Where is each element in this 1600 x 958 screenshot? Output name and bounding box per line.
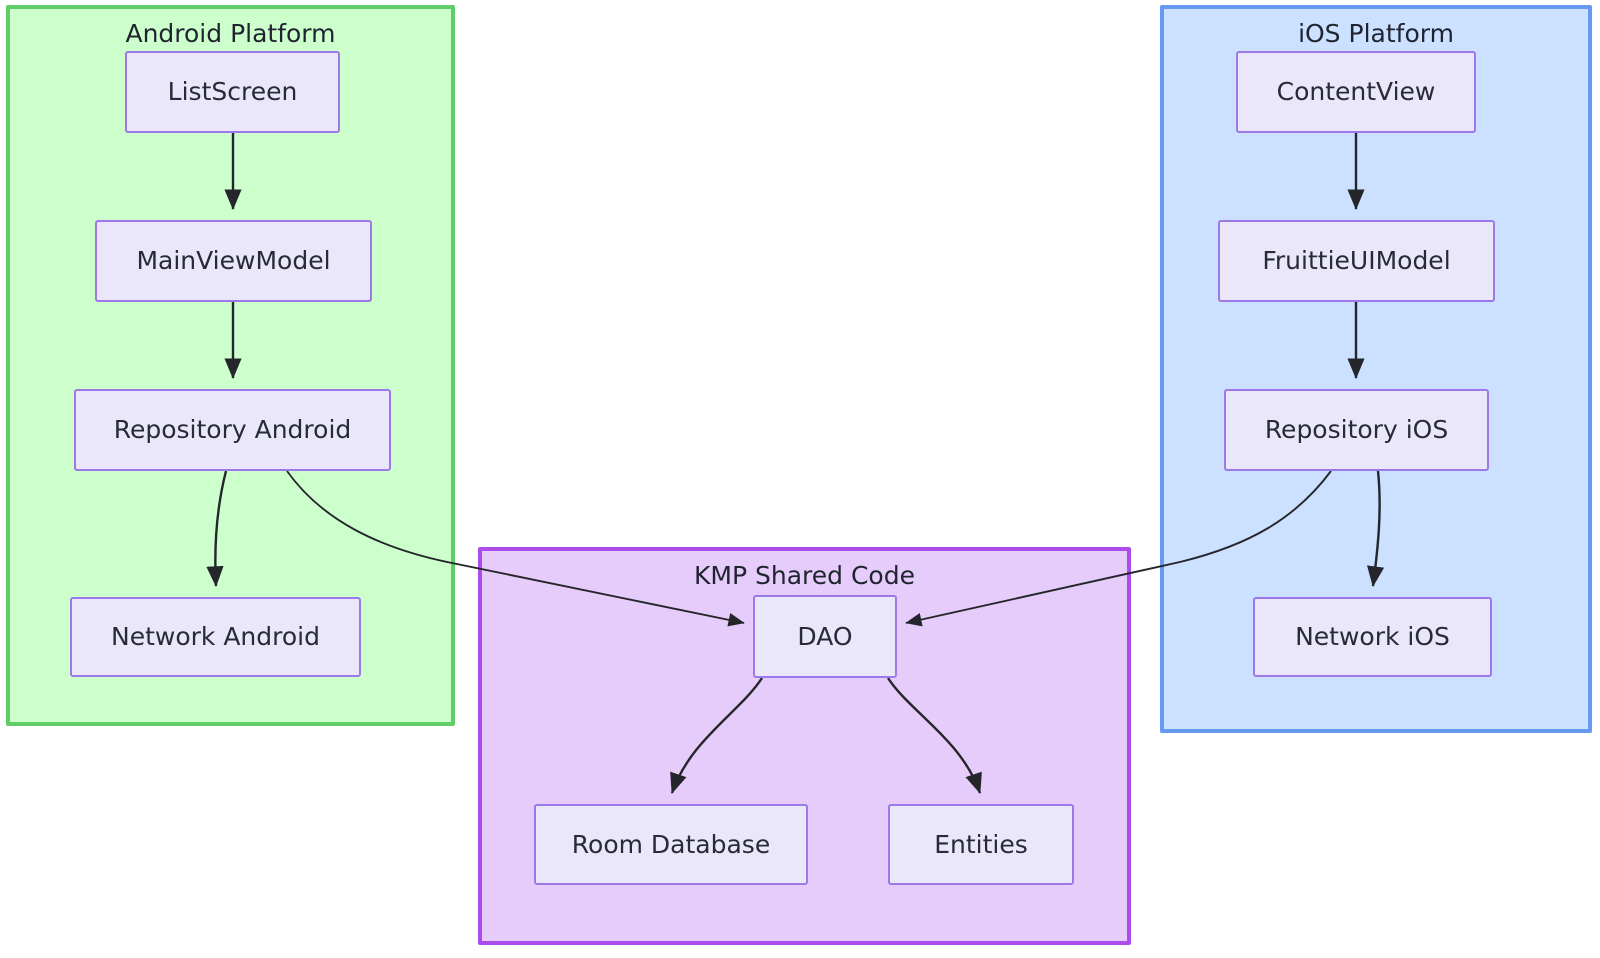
node-entities[interactable]: Entities	[888, 804, 1074, 885]
node-network-ios[interactable]: Network iOS	[1253, 597, 1492, 677]
node-room-database[interactable]: Room Database	[534, 804, 808, 885]
subgraph-title-ios: iOS Platform	[1298, 19, 1454, 48]
subgraph-title-kmp: KMP Shared Code	[694, 561, 915, 590]
subgraph-title-android: Android Platform	[125, 19, 336, 48]
node-fruittieuimodel[interactable]: FruittieUIModel	[1218, 220, 1495, 302]
node-contentview[interactable]: ContentView	[1236, 51, 1476, 133]
node-repository-ios[interactable]: Repository iOS	[1224, 389, 1489, 471]
node-mainviewmodel[interactable]: MainViewModel	[95, 220, 372, 302]
node-repository-android[interactable]: Repository Android	[74, 389, 391, 471]
node-network-android[interactable]: Network Android	[70, 597, 361, 677]
node-listscreen[interactable]: ListScreen	[125, 51, 340, 133]
node-dao[interactable]: DAO	[753, 595, 897, 678]
